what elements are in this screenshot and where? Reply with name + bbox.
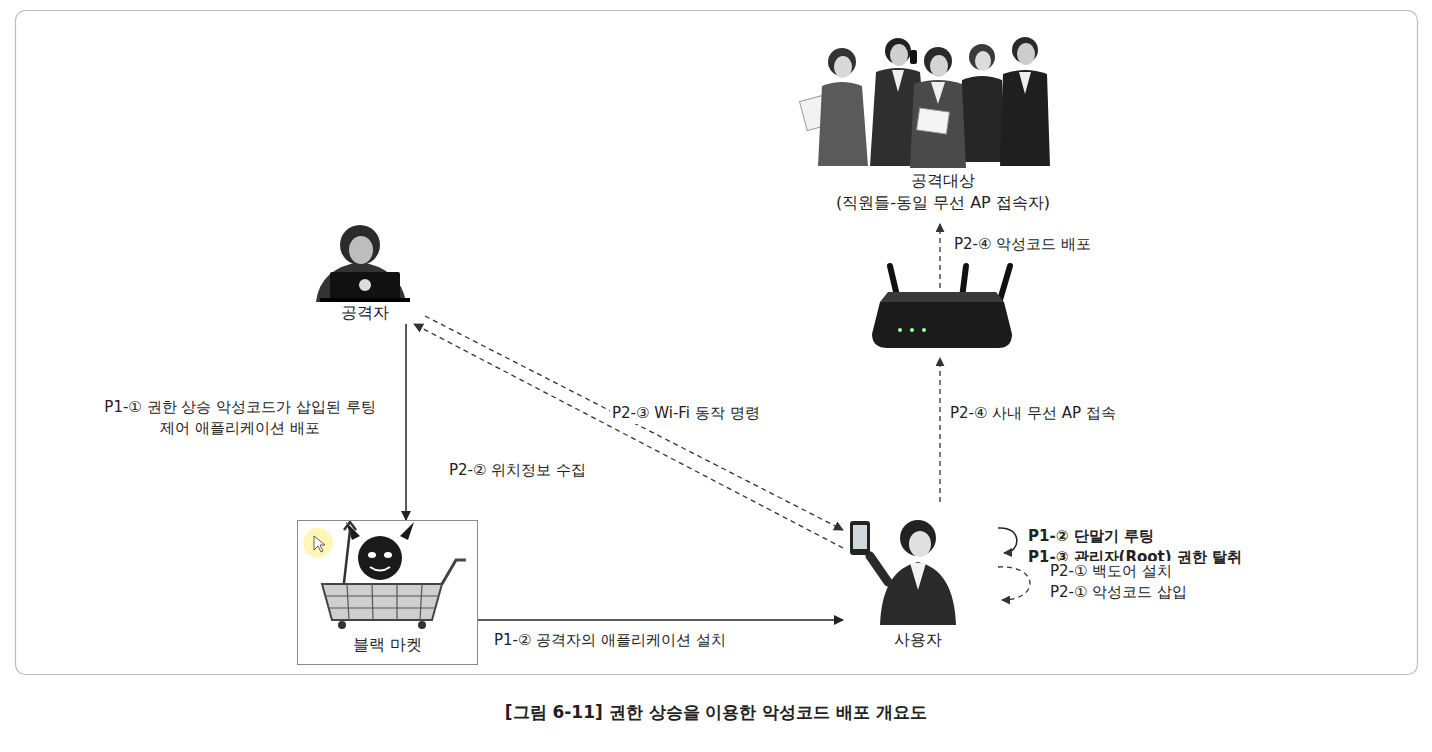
- illustration-part: [975, 51, 991, 71]
- illustration-part: [910, 563, 926, 590]
- wireless-router: [872, 266, 1012, 348]
- illustration-part: [900, 520, 936, 556]
- black-market-cart: [303, 522, 466, 629]
- illustration-part: [898, 328, 902, 332]
- illustration-part: [939, 224, 940, 288]
- illustration-part: [958, 76, 1006, 162]
- illustration-part: [892, 70, 904, 92]
- illustration-part: [358, 536, 402, 580]
- step-label: P2-④ 사내 무선 AP 접속: [948, 403, 1118, 424]
- connector-arrow: [405, 324, 407, 520]
- illustration-part: [1017, 43, 1035, 65]
- target-group: 공격대상(직원들-동일 무선 AP 접속자): [790, 30, 1096, 214]
- illustration-part: [872, 302, 1012, 348]
- connector-arrow: [478, 619, 843, 621]
- step-label: P1-② 단말기 루팅: [1026, 526, 1156, 547]
- dashed-connector: [425, 316, 843, 530]
- illustration-part: [316, 262, 406, 302]
- illustration-part: [338, 621, 346, 629]
- illustration-part: [303, 528, 333, 558]
- illustration-part: [314, 536, 325, 552]
- illustration-part: [322, 584, 442, 620]
- frame: [16, 11, 1418, 675]
- illustration-part: [1019, 72, 1031, 94]
- step-label: P2-① 백도어 설치: [1048, 561, 1174, 582]
- illustration-part: [969, 44, 995, 70]
- illustration-part: [418, 621, 426, 629]
- illustration-part: [880, 292, 1004, 302]
- illustration-part: [818, 82, 868, 166]
- step-label: P2-① 악성코드 삽입: [1048, 582, 1189, 603]
- illustration-part: [442, 560, 466, 584]
- illustration-part: [349, 236, 373, 264]
- illustration-part: [359, 279, 371, 291]
- edge-label: P2-② 위치정보 수집: [447, 460, 588, 481]
- illustration-part: [834, 56, 852, 78]
- step-label: P2-④ 악성코드 배포: [952, 234, 1093, 255]
- illustration-part: [930, 55, 948, 77]
- node-label: 공격대상: [790, 170, 1096, 192]
- illustration-part: [998, 528, 1017, 553]
- edge-label: P2-③ Wi-Fi 동작 명령: [610, 403, 762, 424]
- attacker-node: 공격자: [305, 222, 425, 324]
- illustration-part: [340, 225, 380, 265]
- illustration-part: [909, 531, 931, 557]
- illustration-part: [384, 552, 392, 558]
- market-box: 블랙 마켓: [297, 520, 478, 665]
- illustration-part: [910, 80, 966, 168]
- illustration-part: [1000, 266, 1010, 300]
- illustration-part: [910, 50, 917, 64]
- edge-label: P1-① 권한 상승 악성코드가 삽입된 루팅 제어 애플리케이션 배포: [88, 397, 392, 439]
- node-label: (직원들-동일 무선 AP 접속자): [790, 192, 1096, 214]
- illustration-part: [853, 525, 867, 549]
- illustration-part: [931, 82, 945, 104]
- user-figure: [850, 520, 956, 625]
- attacker-figure: [316, 225, 410, 302]
- node-label: 블랙 마켓: [298, 634, 477, 656]
- illustration-part: [320, 298, 410, 302]
- illustration-part: [870, 556, 888, 582]
- illustration-part: [910, 328, 914, 332]
- illustration-part: [939, 358, 940, 502]
- node-label: 사용자: [843, 629, 993, 651]
- illustration-part: [917, 108, 950, 134]
- figure-caption: [그림 6-11] 권한 상승을 이용한 악성코드 배포 개요도: [0, 700, 1432, 724]
- illustration-part: [1000, 70, 1050, 166]
- illustration-part: [850, 521, 870, 555]
- illustration-part: [890, 44, 908, 66]
- user-node: 사용자: [843, 505, 993, 651]
- node-label: 공격자: [305, 302, 425, 324]
- illustration-part: [922, 328, 926, 332]
- illustration-part: [330, 272, 400, 300]
- ap-arrows: [940, 224, 941, 502]
- illustration-part: [326, 584, 439, 620]
- target-people: [800, 37, 1050, 168]
- illustration-part: [880, 562, 956, 625]
- edge-label: P1-② 공격자의 애플리케이션 설치: [492, 630, 728, 651]
- illustration-part: [370, 567, 390, 571]
- dashed-connector: [414, 324, 843, 548]
- illustration-part: [998, 567, 1030, 600]
- illustration-part: [368, 552, 376, 558]
